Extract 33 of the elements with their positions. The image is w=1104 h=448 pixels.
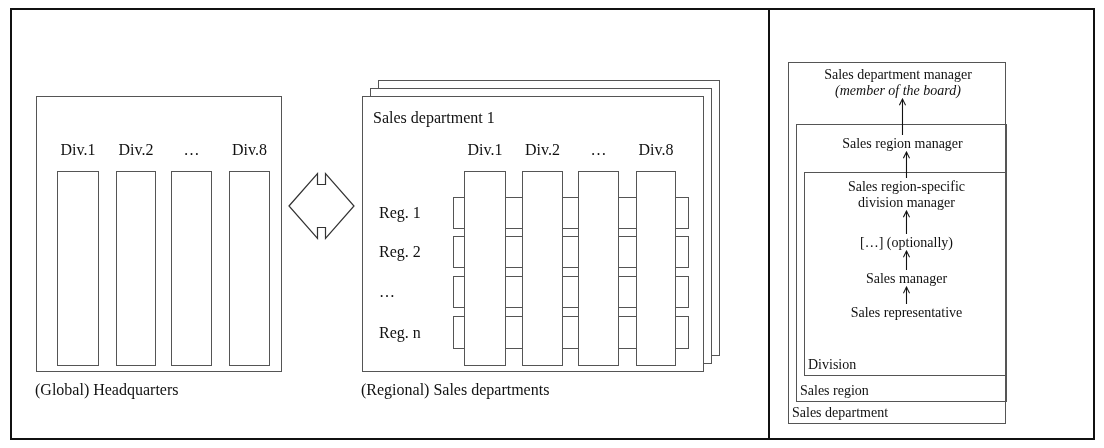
org-box xyxy=(796,124,1007,402)
column-label: Div.1 xyxy=(467,141,503,159)
column-label: … xyxy=(590,141,607,159)
column-label: Div.2 xyxy=(118,141,154,159)
column-label: Div.8 xyxy=(232,141,267,159)
row-label: … xyxy=(379,283,395,301)
column-label: Div.1 xyxy=(60,141,96,159)
department-label: (Regional) Sales departments xyxy=(361,381,550,399)
column-label: Div.2 xyxy=(525,141,560,159)
role-text: Sales region-specific division manager xyxy=(805,179,1008,211)
role-text: Sales department manager (member of the board) xyxy=(789,67,1007,99)
role-text: Sales manager xyxy=(805,271,1008,287)
org-box xyxy=(804,172,1007,376)
arrow xyxy=(898,98,907,136)
column-label: Div.8 xyxy=(638,141,674,159)
row-label: Reg. n xyxy=(379,323,421,342)
role-text: Sales representative xyxy=(805,305,1008,321)
arrow xyxy=(902,286,911,305)
department-label: (Global) Headquarters xyxy=(35,381,179,399)
box-heading: Sales department 1 xyxy=(373,109,495,127)
box-label: Sales region xyxy=(800,382,869,400)
row-label: Reg. 2 xyxy=(379,243,421,261)
role-text: Sales region manager xyxy=(797,136,1008,152)
column-label: … xyxy=(183,141,200,159)
org-box xyxy=(788,62,1006,424)
arrow xyxy=(902,151,911,179)
box-label: Division xyxy=(808,356,857,374)
arrow xyxy=(902,250,911,271)
arrow xyxy=(902,210,911,235)
row-label: Reg. 1 xyxy=(379,204,421,222)
box-label: Sales department xyxy=(792,404,889,422)
double-arrow xyxy=(288,171,355,241)
role-text: […] (optionally) xyxy=(805,235,1008,251)
